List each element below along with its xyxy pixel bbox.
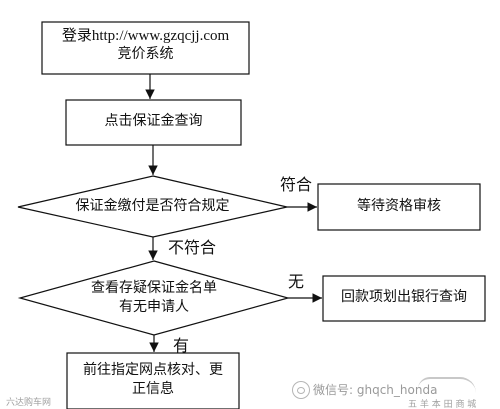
final-step-line1: 前往指定网点核对、更 [83, 362, 223, 378]
decision2-yes-label: 有 [173, 336, 190, 355]
car-watermark-icon [418, 377, 476, 393]
final-step-label: 前往指定网点核对、更 正信息 [67, 361, 239, 399]
decision1-label: 保证金缴付是否符合规定 [75, 198, 230, 214]
wechat-logo-icon [292, 381, 310, 399]
watermark-left: 六达购车网 [6, 398, 52, 408]
decision2-line1: 查看存疑保证金名单 [91, 280, 217, 296]
decision2-label: 查看存疑保证金名单 有无申请人 [20, 279, 288, 317]
result2-box [322, 275, 486, 322]
result2-label: 回款项划出银行查询 [341, 289, 467, 305]
final-step-line2: 正信息 [132, 380, 174, 397]
step2-box [65, 99, 242, 146]
decision1-no-label: 不符合 [168, 238, 217, 257]
step1-system-text: 竞价系统 [117, 45, 174, 62]
decision2-line2: 有无申请人 [119, 298, 189, 315]
result1-box [317, 183, 481, 231]
watermark-sub: 五 羊 本 田 商 城 [408, 400, 477, 409]
step1-label: 登录http://www.gzqcjj.com 竞价系统 [42, 27, 249, 63]
watermark-wechat: 微信号: ghqch_honda [313, 383, 438, 397]
result1-label: 等待资格审核 [357, 198, 441, 214]
decision1-yes-label: 符合 [280, 175, 313, 194]
step1-url-text: 登录http://www.gzqcjj.com [61, 28, 230, 44]
step2-label: 点击保证金查询 [104, 113, 203, 129]
decision2-no-label: 无 [288, 272, 305, 291]
final-step-box [66, 352, 240, 409]
step1-box [41, 21, 250, 75]
